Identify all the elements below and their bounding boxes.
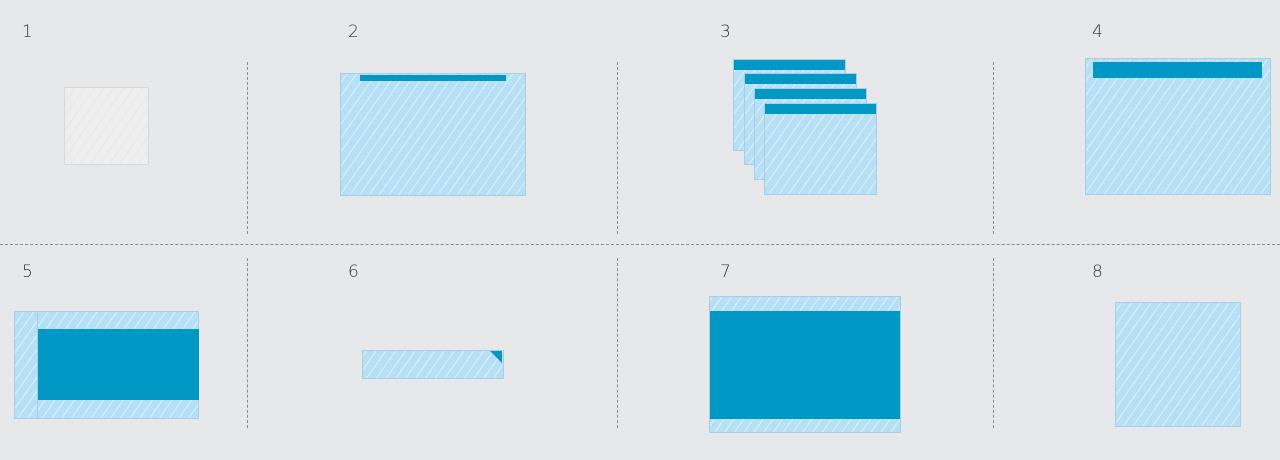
panel-label-8: 8 [1092,262,1104,282]
panel-label-4: 4 [1092,22,1104,42]
divider-vertical [617,62,618,234]
panel-5-side-strip [14,311,38,419]
panel-8-surface [1115,302,1241,427]
panel-3-card-3-bar [755,89,866,99]
panel-label-7: 7 [720,262,732,282]
divider-vertical [247,258,248,428]
panel-label-6: 6 [348,262,360,282]
panel-label-2: 2 [348,22,360,42]
divider-horizontal [0,244,1280,245]
divider-vertical [993,62,994,234]
divider-vertical [247,62,248,234]
panel-6-folded-corner [490,351,502,363]
panel-label-1: 1 [22,22,34,42]
panel-3-card-2-bar [745,74,856,84]
panel-4-top-bar [1093,62,1262,78]
panel-3-card-4 [764,103,877,195]
panel-3-card-4-bar [765,104,876,114]
panel-4-surface [1085,58,1271,195]
panel-label-5: 5 [22,262,34,282]
panel-2-surface [340,73,526,196]
panel-7-band [710,311,900,419]
divider-vertical [993,258,994,428]
panel-5-inner [38,329,199,400]
panel-1-surface [64,87,149,165]
panel-3-card-1-bar [734,60,845,70]
panel-2-top-bar [360,75,506,81]
panel-6-strip [362,350,504,379]
panel-label-3: 3 [720,22,732,42]
divider-vertical [617,258,618,428]
